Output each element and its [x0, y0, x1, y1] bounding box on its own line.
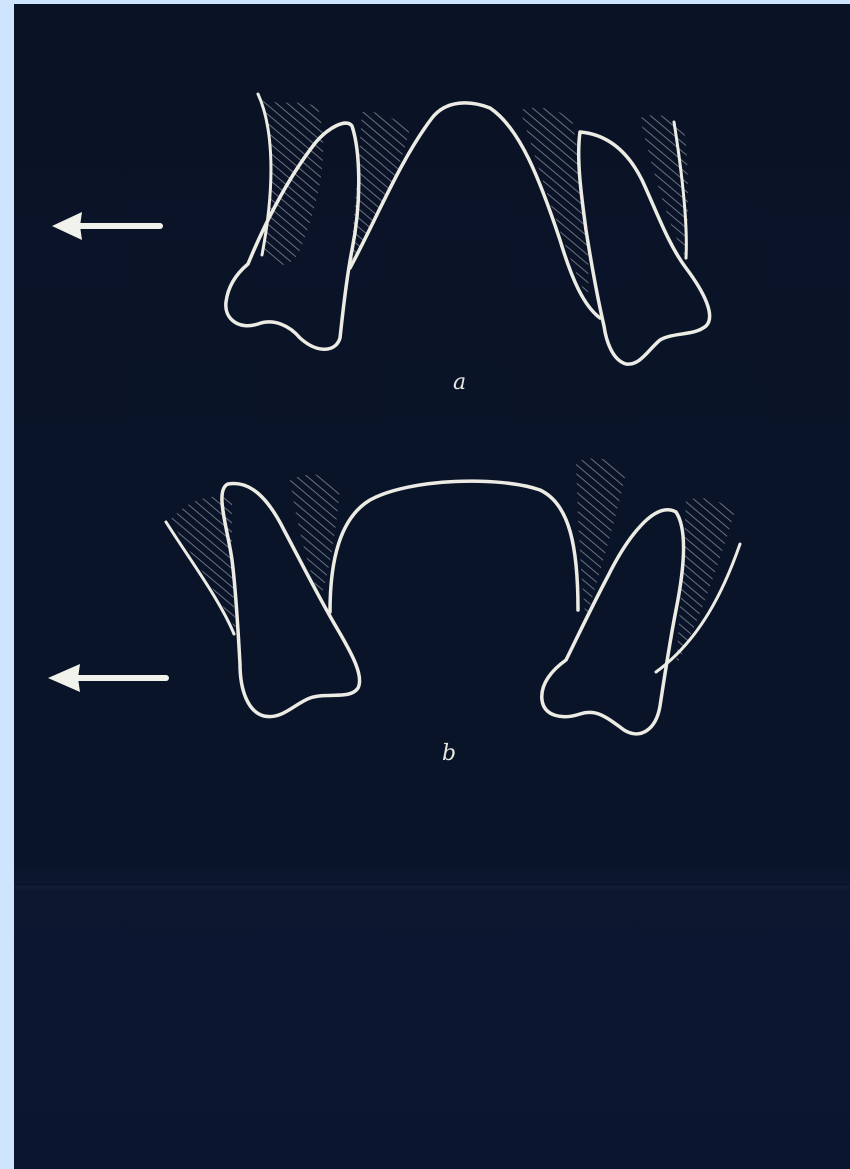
bone-hatch-center-right	[576, 458, 626, 620]
arrow-left-icon	[48, 664, 166, 692]
arrow-left-icon	[52, 212, 160, 240]
bone-hatch-left	[170, 497, 236, 630]
tooth-right	[579, 132, 710, 364]
figure-label-a: a	[453, 372, 466, 394]
bone-hatch-right	[640, 115, 688, 258]
figure-a	[52, 94, 710, 364]
palate-arch	[330, 481, 578, 612]
tooth-right	[542, 510, 684, 734]
figure-label-b: b	[442, 743, 456, 765]
figure-b	[48, 458, 740, 733]
tooth-left	[222, 483, 360, 716]
